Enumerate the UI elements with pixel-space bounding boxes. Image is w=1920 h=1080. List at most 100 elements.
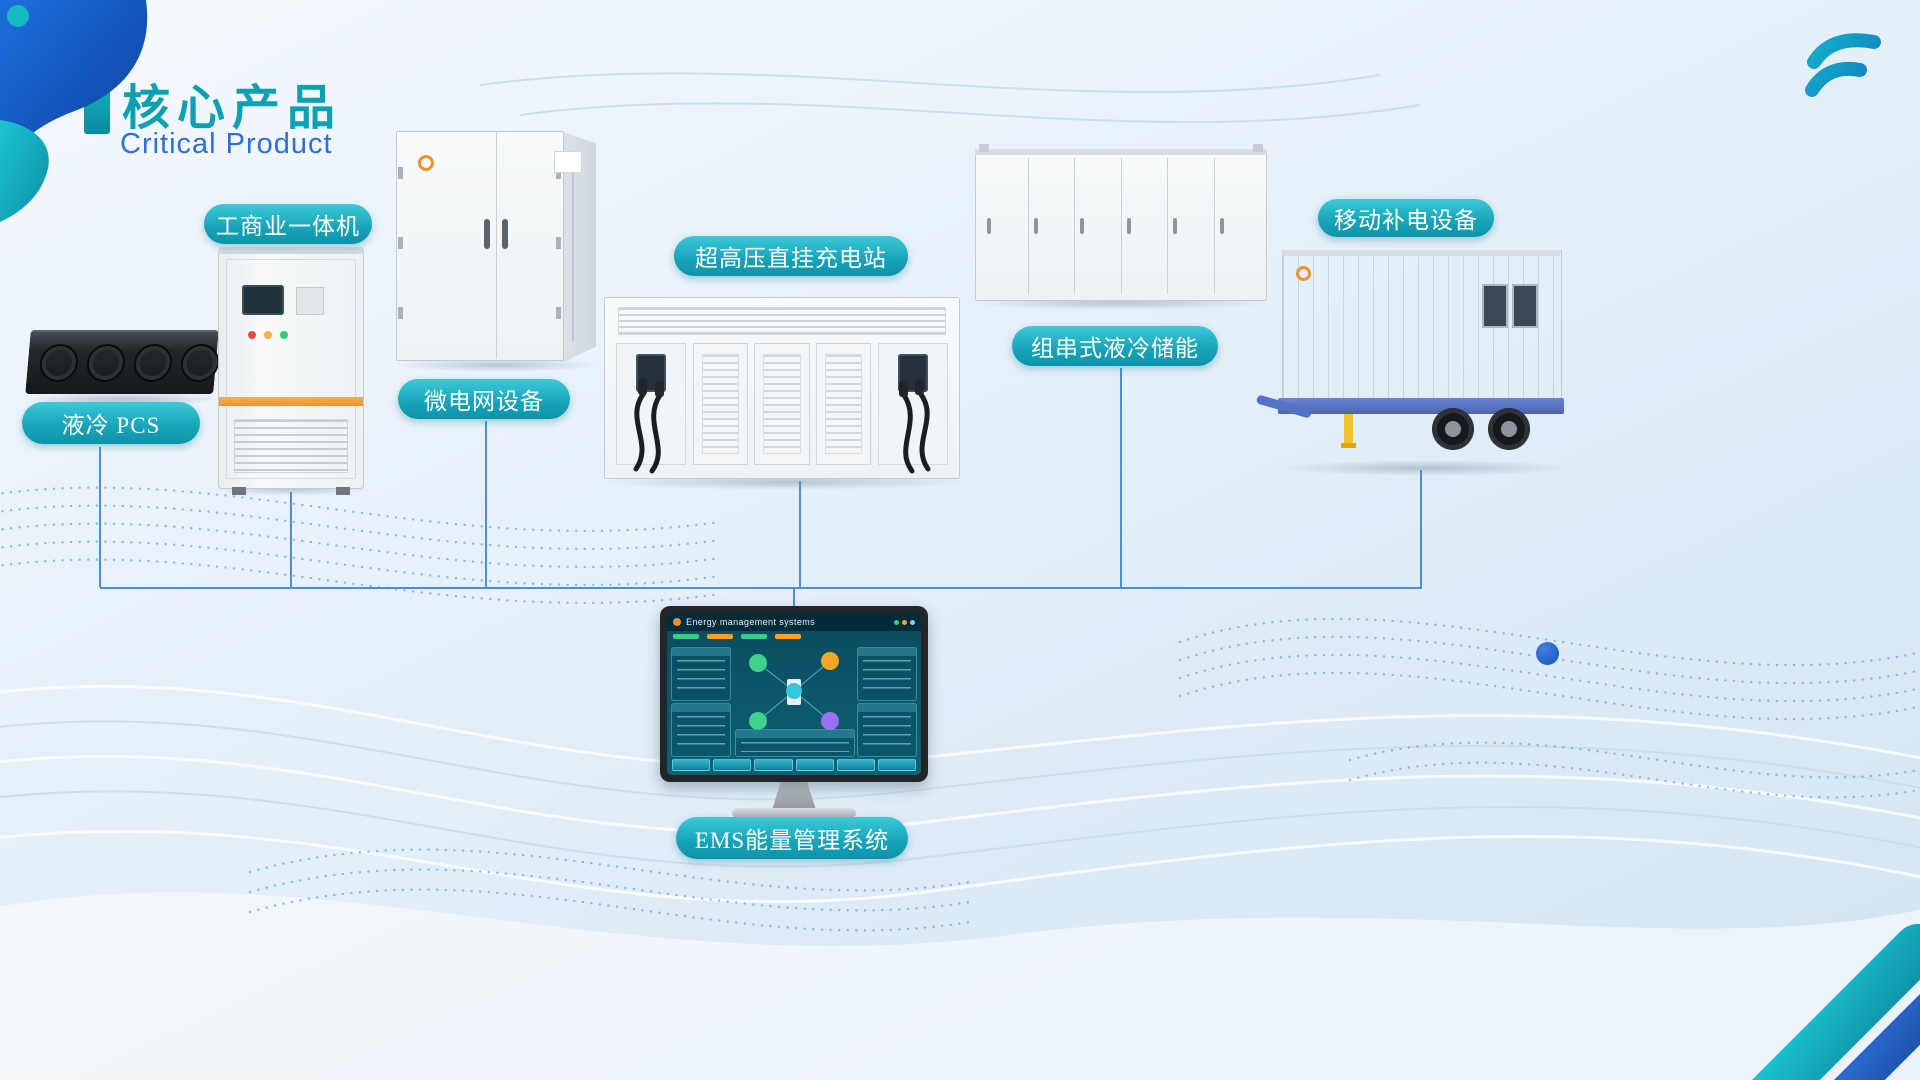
ems-button bbox=[713, 759, 752, 771]
indicator-light-yellow bbox=[264, 331, 272, 339]
container-door-split bbox=[496, 131, 497, 359]
storage-door bbox=[1122, 158, 1168, 294]
panel-header bbox=[858, 704, 916, 712]
door-hinge bbox=[398, 307, 403, 319]
ems-monitor: Energy management systems bbox=[660, 606, 928, 782]
pcs-chassis bbox=[25, 330, 221, 394]
label-ems: EMS能量管理系统 bbox=[676, 817, 908, 859]
station-door bbox=[815, 343, 871, 465]
brand-logo-icon bbox=[1296, 266, 1311, 281]
panel-header bbox=[672, 648, 730, 656]
panel-header bbox=[858, 648, 916, 656]
cabinet-screen bbox=[242, 285, 284, 315]
ems-panel-right-bottom bbox=[857, 703, 917, 757]
door-hinge bbox=[398, 237, 403, 249]
bottom-right-corner-decoration bbox=[1744, 923, 1920, 1080]
mode-chip bbox=[707, 634, 733, 639]
ems-topology-diagram bbox=[749, 652, 839, 730]
trailer-chassis bbox=[1278, 398, 1564, 414]
monitor-stand-base bbox=[732, 808, 856, 818]
hv-charging-station-device bbox=[604, 297, 960, 479]
storage-door bbox=[1075, 158, 1122, 294]
label-hv-charging: 超高压直挂充电站 bbox=[674, 236, 908, 276]
station-top-louver bbox=[618, 307, 946, 335]
container-side-hinge bbox=[572, 150, 574, 342]
connector-pcs bbox=[99, 447, 101, 587]
ems-panel-left-bottom bbox=[671, 703, 731, 757]
station-door bbox=[693, 343, 749, 465]
storage-top-rail bbox=[975, 149, 1267, 155]
station-door bbox=[754, 343, 810, 465]
station-right-dispenser bbox=[878, 343, 948, 465]
cabinet-button-panel bbox=[296, 287, 324, 315]
door-hinge bbox=[556, 307, 561, 319]
mode-chip bbox=[673, 634, 699, 639]
storage-door bbox=[1215, 158, 1261, 294]
label-liquid-pcs: 液冷 PCS bbox=[22, 402, 200, 444]
mode-chip bbox=[741, 634, 767, 639]
station-doors bbox=[690, 343, 874, 465]
brand-logo-icon bbox=[418, 155, 434, 171]
storage-door bbox=[1029, 158, 1075, 294]
connector-microgrid bbox=[485, 421, 487, 587]
door-handle bbox=[484, 219, 490, 249]
trailer-wheel bbox=[1488, 408, 1530, 450]
cabinet-foot bbox=[232, 487, 246, 495]
fan-icon bbox=[132, 344, 174, 382]
string-storage-device bbox=[975, 144, 1267, 301]
cabinet-vent-grille bbox=[234, 419, 348, 473]
cabinet-door bbox=[226, 259, 356, 479]
page-title: 核心产品 bbox=[122, 82, 343, 135]
ems-title: Energy management systems bbox=[686, 617, 816, 627]
container-label-sticker bbox=[554, 151, 582, 173]
ems-button bbox=[836, 759, 875, 771]
commercial-cabinet-device bbox=[218, 247, 364, 495]
ems-logo-icon bbox=[673, 618, 681, 626]
status-dot-green bbox=[894, 619, 899, 625]
panel-rows bbox=[863, 660, 911, 696]
cabinet-top bbox=[218, 247, 364, 254]
storage-body bbox=[975, 149, 1267, 301]
ems-header-indicators bbox=[894, 619, 915, 625]
connector-string bbox=[1120, 368, 1122, 587]
ems-button bbox=[754, 759, 793, 771]
panel-rows bbox=[677, 660, 725, 696]
microgrid-shadow bbox=[392, 358, 602, 372]
mobile-charging-device bbox=[1255, 250, 1566, 468]
panel-header bbox=[672, 704, 730, 712]
fan-icon bbox=[179, 344, 221, 382]
top-left-corner-decoration bbox=[0, 0, 148, 222]
connector-ems bbox=[793, 587, 795, 608]
status-dot-cyan bbox=[910, 619, 915, 625]
door-hinge bbox=[556, 167, 561, 179]
label-commercial-unit: 工商业一体机 bbox=[204, 204, 372, 244]
trailer-wheel bbox=[1432, 408, 1474, 450]
label-mobile-charging: 移动补电设备 bbox=[1318, 199, 1494, 237]
door-handle bbox=[502, 219, 508, 249]
page-subtitle: Critical Product bbox=[120, 128, 333, 160]
indicator-light-green bbox=[280, 331, 288, 339]
connector-hv bbox=[799, 481, 801, 587]
trailer-roof bbox=[1282, 250, 1560, 256]
station-left-dispenser bbox=[616, 343, 686, 465]
container-window bbox=[1512, 284, 1538, 328]
fan-icon bbox=[38, 344, 80, 382]
panel-rows bbox=[741, 742, 849, 752]
corner-lug bbox=[979, 144, 989, 152]
cabinet-orange-band bbox=[219, 397, 363, 406]
corner-lug bbox=[1253, 144, 1263, 152]
liquid-pcs-device bbox=[25, 330, 221, 394]
connector-mobile bbox=[1420, 470, 1422, 587]
mobile-shadow bbox=[1278, 460, 1573, 476]
ems-panel-center-bottom bbox=[735, 729, 855, 757]
charging-cables bbox=[633, 379, 931, 474]
ems-panel-left-top bbox=[671, 647, 731, 701]
ems-header-bar: Energy management systems bbox=[667, 613, 921, 631]
ems-button bbox=[877, 759, 917, 771]
microgrid-device bbox=[396, 127, 596, 363]
indicator-light-red bbox=[248, 331, 256, 339]
panel-rows bbox=[677, 716, 725, 752]
door-hinge bbox=[556, 237, 561, 249]
